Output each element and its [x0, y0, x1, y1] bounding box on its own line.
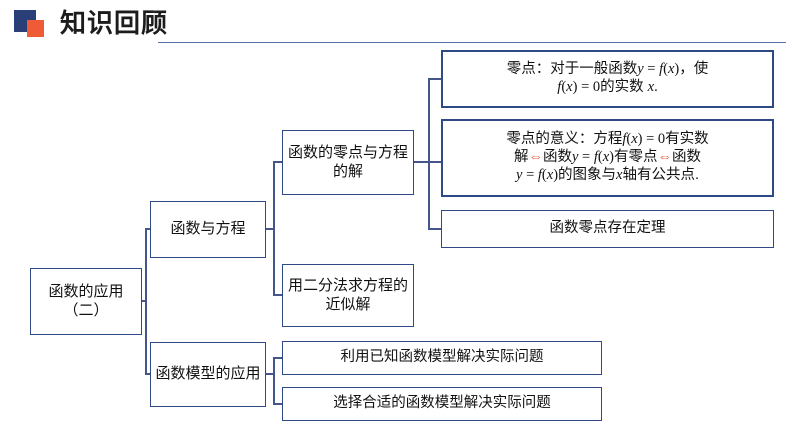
mean-l3-x: x: [546, 166, 554, 183]
iff-symbol-1: ⇔: [528, 149, 543, 166]
mean-l1-po: (: [626, 131, 632, 148]
def-l2-eq: =: [577, 79, 593, 95]
mean-l3-y: y: [516, 166, 523, 183]
node-functions-and-equations[interactable]: 函数与方程: [150, 201, 266, 258]
mean-l1-x: x: [631, 131, 638, 148]
node-zero-definition[interactable]: 零点：对于一般函数y = f(x)，使 f(x) = 0的实数 x.: [441, 50, 774, 108]
mean-l2-f: f: [593, 149, 598, 166]
node-function-model-application[interactable]: 函数模型的应用: [150, 342, 266, 407]
def-l2-mid: 的实数: [600, 79, 648, 95]
mean-l2-c: 有零点: [614, 149, 658, 166]
mean-l2-eq: =: [578, 149, 594, 166]
mean-l1-b: 有实数: [665, 131, 709, 148]
iff-symbol-2: ⇔: [657, 149, 673, 166]
def-l2-pc: ): [572, 79, 578, 95]
mean-l2-po: (: [597, 149, 603, 166]
node-use-known-model[interactable]: 利用已知函数模型解决实际问题: [282, 341, 602, 375]
node-choose-suitable-model[interactable]: 选择合适的函数模型解决实际问题: [282, 387, 602, 421]
two-squares-logo-icon: [14, 10, 54, 38]
logo-square-orange: [27, 20, 44, 37]
def-l1-eq: =: [643, 61, 660, 78]
mean-l2-b: 函数: [542, 149, 572, 166]
node-zero-meaning-content: 零点的意义：方程f(x) = 0有实数 解⇔函数y = f(x)有零点⇔函数 y…: [447, 131, 768, 184]
mean-l2-y: y: [571, 149, 579, 166]
slide-header: 知识回顾: [0, 0, 794, 46]
mean-l3-pc: ): [553, 166, 559, 183]
node-use-known-model-label: 利用已知函数模型解决实际问题: [340, 349, 544, 366]
node-root-function-application[interactable]: 函数的应用（二）: [30, 268, 142, 335]
mean-l3-a: 的图象与: [558, 166, 617, 183]
mind-map-diagram: 函数的应用（二） 函数与方程 函数模型的应用 函数的零点与方程的解 用二分法求方…: [0, 46, 794, 447]
def-l1-suffix: ，使: [679, 61, 709, 78]
mean-l1-a: 零点的意义：方程: [506, 131, 623, 148]
node-functions-and-equations-label: 函数与方程: [170, 220, 246, 238]
mean-l1-eq: =: [642, 131, 658, 148]
node-zero-definition-content: 零点：对于一般函数y = f(x)，使 f(x) = 0的实数 x.: [447, 61, 768, 96]
def-l2-zero: 0: [592, 79, 601, 95]
node-zero-existence-theorem-label: 函数零点存在定理: [549, 220, 666, 237]
def-l2-var: x: [647, 79, 655, 95]
def-l2-po: (: [561, 79, 567, 95]
def-l1-f: f: [659, 61, 664, 78]
node-zeros-and-equation-solutions-label: 函数的零点与方程的解: [287, 144, 408, 180]
def-l1-pc: ): [674, 61, 680, 78]
mean-l3-x2: x: [616, 166, 623, 183]
mean-l3-po: (: [541, 166, 547, 183]
mean-l3-f: f: [537, 166, 542, 183]
mean-l1-zero: 0: [657, 131, 666, 148]
def-l2-x: x: [566, 79, 573, 95]
node-root-label: 函数的应用（二）: [48, 283, 124, 319]
node-bisection-method-label: 用二分法求方程的近似解: [287, 277, 408, 313]
node-function-model-application-label: 函数模型的应用: [155, 365, 261, 383]
def-l1-y: y: [637, 61, 644, 78]
def-l2-end: .: [654, 79, 658, 95]
node-zero-meaning[interactable]: 零点的意义：方程f(x) = 0有实数 解⇔函数y = f(x)有零点⇔函数 y…: [441, 119, 774, 197]
mean-l1-f: f: [622, 131, 627, 148]
node-zeros-and-equation-solutions[interactable]: 函数的零点与方程的解: [282, 130, 414, 195]
page-title: 知识回顾: [60, 8, 169, 38]
def-l1-prefix: 零点：对于一般函数: [506, 61, 638, 78]
mean-l3-eq: =: [522, 166, 538, 183]
mean-l3-b: 轴有公共点.: [622, 166, 699, 183]
mean-l1-pc: ): [637, 131, 643, 148]
def-l1-x: x: [667, 61, 675, 78]
def-l1-po: (: [663, 61, 668, 78]
mean-l2-d: 函数: [672, 149, 702, 166]
mean-l2-x: x: [602, 149, 610, 166]
node-choose-suitable-model-label: 选择合适的函数模型解决实际问题: [333, 395, 551, 412]
mean-l2-a: 解: [513, 149, 529, 166]
title-underline-rule: [158, 42, 786, 43]
def-l2-f: f: [557, 79, 562, 95]
mean-l2-pc: ): [609, 149, 615, 166]
node-bisection-method[interactable]: 用二分法求方程的近似解: [282, 264, 414, 327]
node-zero-existence-theorem[interactable]: 函数零点存在定理: [441, 210, 774, 248]
